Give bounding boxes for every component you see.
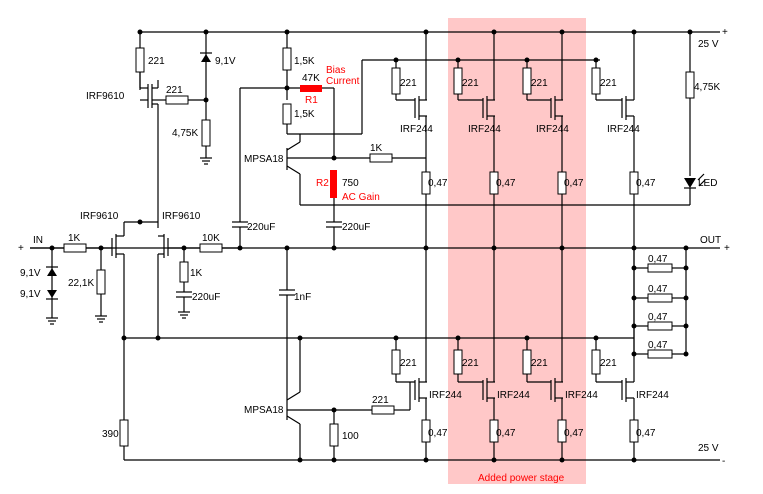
r-15k-a: 1,5K [294, 56, 315, 67]
r-47k: 47K [302, 73, 320, 84]
mpsa18-bot: MPSA18 [244, 405, 284, 416]
bottom-source-resistor-label: 0,47 [496, 428, 516, 439]
bottom-source-resistor-label: 0,47 [636, 428, 656, 439]
output-resistor-label: 0,47 [648, 254, 668, 265]
input-stage [30, 221, 240, 460]
r-100: 100 [342, 431, 359, 442]
neg-rail-label: 25 V [698, 443, 719, 454]
bias-network [232, 32, 690, 248]
bottom-gate-resistor-label: 221 [400, 358, 417, 369]
ac-gain-label: AC Gain [342, 192, 380, 203]
r-221-bot: 221 [372, 395, 389, 406]
bottom-irf244-label: IRF244 [429, 390, 462, 401]
r-10k: 10K [202, 233, 220, 244]
irf9610-a: IRF9610 [80, 211, 119, 222]
lower-driver [279, 248, 410, 460]
top-source-resistor-label: 0,47 [496, 178, 516, 189]
bottom-irf244-label: IRF244 [636, 390, 669, 401]
added-power-stage-label: Added power stage [478, 473, 565, 484]
output-stage: 221IRF2440,47221IRF2440,47221IRF2440,472… [391, 29, 689, 463]
zener-91-b: 9,1V [20, 289, 41, 300]
bottom-gate-resistor-label: 221 [462, 358, 479, 369]
r-475k-right: 4,75K [694, 82, 720, 93]
out-label: OUT [700, 235, 721, 246]
in-label: IN [33, 235, 43, 246]
mpsa18-top: MPSA18 [244, 154, 284, 165]
top-source-resistor-label: 0,47 [564, 178, 584, 189]
out-plus: + [724, 243, 730, 254]
bottom-gate-resistor-label: 221 [600, 358, 617, 369]
r-1k-in: 1K [68, 233, 81, 244]
led-branch [684, 32, 706, 205]
added-power-stage-highlight [448, 18, 586, 484]
r-221k: 22,1K [68, 278, 94, 289]
top-source-resistor-label: 0,47 [636, 178, 656, 189]
cap-220-b: 220uF [342, 222, 370, 233]
r-475k-left: 4,75K [172, 128, 198, 139]
in-plus: + [18, 243, 24, 254]
r1-name: R1 [305, 95, 318, 106]
bias-label-2: Current [326, 76, 360, 87]
bias-label-1: Bias [326, 65, 345, 76]
cap-1nf: 1nF [294, 292, 311, 303]
top-gate-resistor-label: 221 [462, 78, 479, 89]
r-221-gate: 221 [166, 85, 183, 96]
pos-rail-label: 25 V [698, 39, 719, 50]
rails [30, 31, 720, 461]
irf9610-top: IRF9610 [86, 91, 125, 102]
bottom-source-resistor-label: 0,47 [428, 428, 448, 439]
bottom-gate-resistor-label: 221 [531, 358, 548, 369]
neg-rail-minus: - [722, 456, 725, 467]
top-irf244-label: IRF244 [400, 124, 433, 135]
cap-220-c: 220uF [192, 292, 220, 303]
r-1k-mid: 1K [370, 143, 383, 154]
r2-value: 750 [342, 178, 359, 189]
r2-name: R2 [316, 178, 329, 189]
top-source-resistor-label: 0,47 [428, 178, 448, 189]
pos-rail-plus: + [722, 27, 728, 38]
r-390: 390 [102, 429, 119, 440]
output-resistor-label: 0,47 [648, 284, 668, 295]
top-irf244-label: IRF244 [607, 124, 640, 135]
bottom-irf244-label: IRF244 [497, 390, 530, 401]
top-gate-resistor-label: 221 [400, 78, 417, 89]
zener-91-a: 9,1V [20, 268, 41, 279]
bottom-source-resistor-label: 0,47 [564, 428, 584, 439]
r-221-top: 221 [148, 56, 165, 67]
top-irf244-label: IRF244 [468, 124, 501, 135]
left-current-source [135, 32, 212, 228]
zener-91-top: 9,1V [215, 56, 236, 67]
top-gate-resistor-label: 221 [600, 78, 617, 89]
r-1k-v: 1K [190, 268, 203, 279]
led-label: LED [698, 178, 717, 189]
top-irf244-label: IRF244 [536, 124, 569, 135]
bottom-irf244-label: IRF244 [565, 390, 598, 401]
top-gate-resistor-label: 221 [531, 78, 548, 89]
output-resistor-label: 0,47 [648, 312, 668, 323]
cap-220-a: 220uF [247, 222, 275, 233]
output-resistor-label: 0,47 [648, 340, 668, 351]
irf9610-b: IRF9610 [162, 211, 201, 222]
r-15k-b: 1,5K [294, 109, 315, 120]
